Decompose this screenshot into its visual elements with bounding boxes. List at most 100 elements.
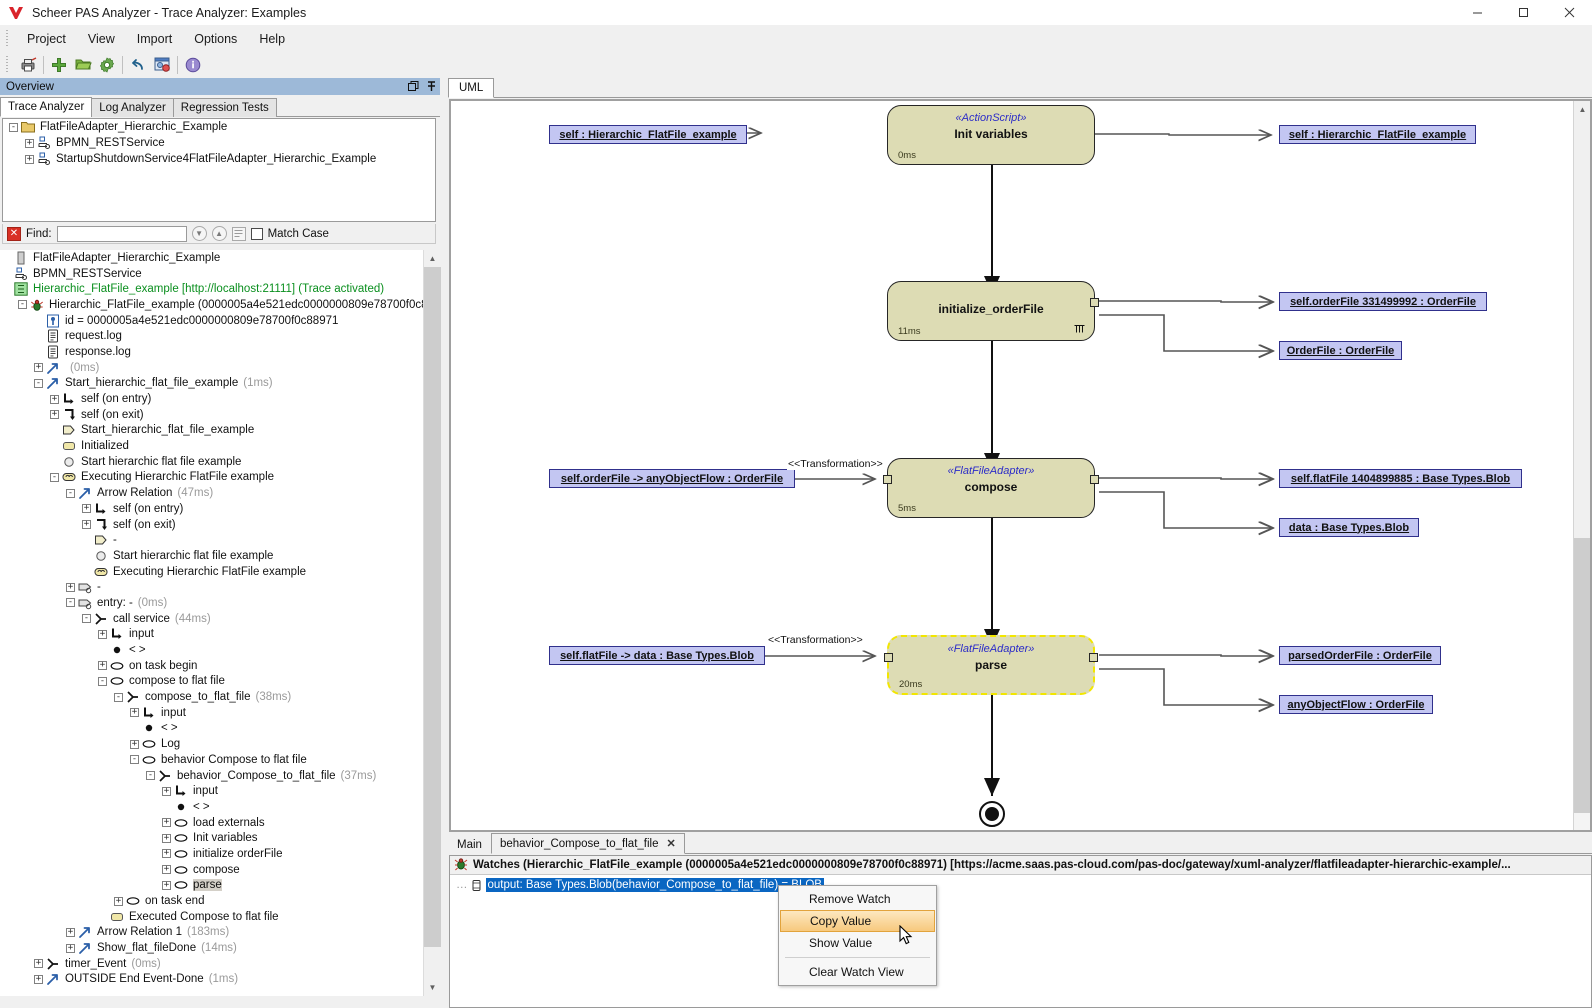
tab-uml[interactable]: UML xyxy=(448,78,494,98)
expand-icon[interactable]: + xyxy=(98,630,107,639)
tab-main[interactable]: Main xyxy=(448,835,491,854)
tree-row[interactable]: +OUTSIDE End Event-Done(1ms) xyxy=(0,972,423,988)
object-node-self-flatfile[interactable]: self.flatFile 1404899885 : Base Types.Bl… xyxy=(1279,469,1522,488)
close-icon[interactable]: ✕ xyxy=(666,837,675,850)
tree-row[interactable]: +Init variables xyxy=(0,830,423,846)
tab-behavior-compose-to-flat-file[interactable]: behavior_Compose_to_flat_file ✕ xyxy=(491,833,685,854)
tree-row[interactable]: +- xyxy=(0,579,423,595)
tree-row[interactable]: response.log xyxy=(0,344,423,360)
restore-icon[interactable] xyxy=(404,79,422,94)
close-icon[interactable]: ✕ xyxy=(7,227,21,241)
tree-row[interactable]: -compose to flat file xyxy=(0,674,423,690)
canvas-vertical-scrollbar[interactable]: ▲ xyxy=(1573,101,1590,830)
collapse-icon[interactable]: - xyxy=(9,123,18,132)
trace-window-icon[interactable] xyxy=(150,54,174,76)
tab-log-analyzer[interactable]: Log Analyzer xyxy=(91,98,174,117)
object-node-orderfile[interactable]: OrderFile : OrderFile xyxy=(1279,341,1402,360)
tree-row[interactable]: +BPMN_RESTService xyxy=(3,135,435,151)
tree-row[interactable]: +Arrow Relation 1(183ms) xyxy=(0,925,423,941)
tree-row[interactable]: -Hierarchic_FlatFile_example (0000005a4e… xyxy=(0,297,423,313)
object-node-parsed-orderfile[interactable]: parsedOrderFile : OrderFile xyxy=(1279,646,1441,665)
minimize-button[interactable] xyxy=(1454,0,1500,25)
toolbar-gripper[interactable] xyxy=(4,56,12,74)
tree-row[interactable]: +on task begin xyxy=(0,658,423,674)
tree-row[interactable]: +parse xyxy=(0,878,423,894)
collapse-icon[interactable]: - xyxy=(146,771,155,780)
tree-row[interactable]: +StartupShutdownService4FlatFileAdapter_… xyxy=(3,151,435,167)
tree-row[interactable]: Start hierarchic flat file example xyxy=(0,454,423,470)
menu-project[interactable]: Project xyxy=(16,29,77,49)
object-node-self-orderfile[interactable]: self.orderFile 331499992 : OrderFile xyxy=(1279,292,1487,311)
tree-row[interactable]: Start hierarchic flat file example xyxy=(0,548,423,564)
object-node-data-blob[interactable]: data : Base Types.Blob xyxy=(1279,518,1419,537)
tree-row[interactable]: < > xyxy=(0,642,423,658)
tree-row[interactable]: -compose_to_flat_file(38ms) xyxy=(0,689,423,705)
tree-row[interactable]: Hierarchic_FlatFile_example [http://loca… xyxy=(0,281,423,297)
expand-icon[interactable]: + xyxy=(66,944,75,953)
tree-row[interactable]: +input xyxy=(0,627,423,643)
collapse-icon[interactable]: - xyxy=(34,379,43,388)
tab-regression-tests[interactable]: Regression Tests xyxy=(173,98,277,117)
undo-icon[interactable] xyxy=(126,54,150,76)
close-button[interactable] xyxy=(1546,0,1592,25)
tree-row[interactable]: - xyxy=(0,532,423,548)
maximize-button[interactable] xyxy=(1500,0,1546,25)
expand-icon[interactable]: + xyxy=(130,708,139,717)
tree-row[interactable]: +self (on entry) xyxy=(0,501,423,517)
tree-row[interactable]: id = 0000005a4e521edc0000000809e78700f0c… xyxy=(0,313,423,329)
tree-row[interactable]: -behavior_Compose_to_flat_file(37ms) xyxy=(0,768,423,784)
tree-row[interactable]: Executing Hierarchic FlatFile example xyxy=(0,564,423,580)
menu-item-remove-watch[interactable]: Remove Watch xyxy=(779,888,936,910)
scrollbar-track[interactable] xyxy=(1574,538,1591,813)
tree-row[interactable]: -Arrow Relation(47ms) xyxy=(0,485,423,501)
menu-view[interactable]: View xyxy=(77,29,126,49)
tree-row[interactable]: Initialized xyxy=(0,438,423,454)
tree-row[interactable]: -behavior Compose to flat file xyxy=(0,752,423,768)
tree-row[interactable]: BPMN_RESTService xyxy=(0,266,423,282)
scroll-up-icon[interactable]: ▲ xyxy=(424,250,441,267)
scrollbar-thumb[interactable] xyxy=(424,267,441,947)
uml-canvas[interactable]: «ActionScript» Init variables 0ms initia… xyxy=(451,101,1547,830)
overview-tree[interactable]: -FlatFileAdapter_Hierarchic_Example+BPMN… xyxy=(2,118,436,222)
tree-row[interactable]: +self (on entry) xyxy=(0,391,423,407)
object-node-compose-input[interactable]: self.orderFile -> anyObjectFlow : OrderF… xyxy=(549,469,795,488)
expand-icon[interactable]: + xyxy=(66,928,75,937)
tree-row[interactable]: Executed Compose to flat file xyxy=(0,909,423,925)
activity-node-parse[interactable]: «FlatFileAdapter» parse 20ms xyxy=(887,635,1095,695)
tab-trace-analyzer[interactable]: Trace Analyzer xyxy=(0,97,92,117)
object-node-self-output[interactable]: self : Hierarchic_FlatFile_example xyxy=(1279,125,1476,144)
menu-gripper[interactable] xyxy=(4,30,12,48)
collapse-icon[interactable]: - xyxy=(66,598,75,607)
expand-icon[interactable]: + xyxy=(162,834,171,843)
tree-row[interactable]: +(0ms) xyxy=(0,360,423,376)
expand-icon[interactable]: + xyxy=(162,865,171,874)
add-icon[interactable] xyxy=(47,54,71,76)
expand-icon[interactable]: + xyxy=(162,787,171,796)
expand-icon[interactable]: + xyxy=(34,363,43,372)
expand-icon[interactable]: + xyxy=(162,849,171,858)
object-node-parse-input[interactable]: self.flatFile -> data : Base Types.Blob xyxy=(549,646,765,665)
info-icon[interactable] xyxy=(181,54,205,76)
collapse-icon[interactable]: - xyxy=(82,614,91,623)
expand-icon[interactable]: + xyxy=(162,881,171,890)
expand-icon[interactable]: + xyxy=(25,155,34,164)
pin-icon[interactable] xyxy=(422,79,440,94)
tree-row[interactable]: +compose xyxy=(0,862,423,878)
expand-icon[interactable]: + xyxy=(114,897,123,906)
final-node[interactable] xyxy=(979,801,1005,827)
tree-row[interactable]: -Start_hierarchic_flat_file_example(1ms) xyxy=(0,376,423,392)
tree-row[interactable]: +Show_flat_fileDone(14ms) xyxy=(0,940,423,956)
expand-icon[interactable]: + xyxy=(50,395,59,404)
expand-icon[interactable]: + xyxy=(25,139,34,148)
expand-icon[interactable]: + xyxy=(50,410,59,419)
expand-icon[interactable]: + xyxy=(82,520,91,529)
watch-row[interactable]: … output: Base Types.Blob(behavior_Compo… xyxy=(450,877,1591,893)
tree-row[interactable]: request.log xyxy=(0,328,423,344)
activity-node-compose[interactable]: «FlatFileAdapter» compose 5ms xyxy=(887,458,1095,518)
collapse-icon[interactable]: - xyxy=(18,300,27,309)
search-input[interactable] xyxy=(57,226,187,242)
scroll-up-icon[interactable]: ▲ xyxy=(1574,101,1591,118)
object-node-self-input[interactable]: self : Hierarchic_FlatFile_example xyxy=(549,125,747,144)
expand-icon[interactable]: + xyxy=(98,661,107,670)
list-icon[interactable] xyxy=(232,227,246,241)
